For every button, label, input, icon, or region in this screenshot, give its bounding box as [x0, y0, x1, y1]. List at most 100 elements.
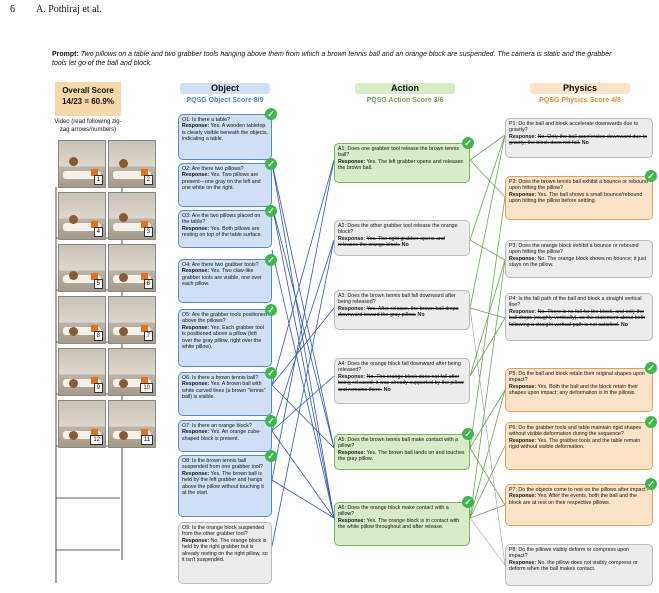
link-o4-a6	[271, 249, 335, 519]
question-text: A3: Does the brown tennis ball fall down…	[338, 293, 456, 306]
link-o3-a5	[271, 204, 335, 449]
link-a1-p2	[469, 159, 506, 198]
physics-question-p8: P8: Do the pillows visibly deform or com…	[505, 544, 653, 586]
response-label: Response:	[182, 537, 210, 544]
page-number: 6	[10, 4, 15, 15]
video-label: Video (read following zig-zag arrows/num…	[54, 119, 122, 133]
question-text: O3: Are the two pillows placed on the ta…	[182, 213, 261, 226]
frame-number: 3	[143, 227, 153, 237]
response-text: Yes. The left grabber opens and releases…	[338, 158, 464, 172]
response-label: Response:	[182, 429, 210, 436]
response-text: Yes. A brown ball with white curved line…	[182, 381, 266, 401]
question-text: A1: Does one grabber tool release the br…	[338, 146, 460, 159]
response-label: Response:	[509, 559, 537, 566]
response-text: Yes. Both pillows are resting on top of …	[182, 225, 263, 239]
link-o8-a6	[271, 479, 335, 519]
link-o3-a6	[271, 204, 335, 519]
video-frame: 3	[108, 192, 156, 240]
object-question-o4: O4: Are there two grabber tools?Response…	[178, 259, 272, 303]
video-frame: 7	[108, 296, 156, 344]
object-question-o9: O9: Is the orange block suspended from t…	[178, 522, 272, 584]
link-o9-a2	[271, 239, 335, 547]
object-column-title: Object	[180, 83, 270, 94]
question-text: P4: Is the fall path of the ball and blo…	[509, 296, 642, 309]
check-icon: ✓	[645, 478, 657, 490]
response-label: Response:	[338, 158, 366, 165]
frame-number: 4	[93, 227, 103, 237]
frame-number: 1	[93, 175, 103, 185]
frame-number: 2	[143, 175, 153, 185]
check-icon: ✓	[265, 415, 277, 427]
physics-question-p6: P6: Do the grabber tools and table maint…	[505, 422, 653, 470]
object-column-score: PQSG Object Score 8/9	[186, 97, 264, 104]
link-o8-a1	[271, 159, 335, 481]
response-text: Yes. The grabber tools and the table rem…	[509, 437, 641, 451]
action-question-a6: A6: Does the orange block make contact w…	[334, 502, 470, 546]
response-text: Yes. Each grabber tool is positioned abo…	[182, 324, 264, 351]
question-text: O6: Is there a brown tennis ball?	[182, 375, 259, 381]
physics-question-p4: P4: Is the fall path of the ball and blo…	[505, 293, 653, 341]
response-text: Yes. The orange block is in contact with…	[338, 517, 460, 531]
action-question-a4: A4: Does the orange block fall downward …	[334, 358, 470, 404]
check-icon: ✓	[462, 137, 474, 149]
link-o7-a6	[271, 430, 335, 519]
check-icon: ✓	[265, 304, 277, 316]
response-text: Yes. The ball shows a small bounce/rebou…	[509, 191, 643, 205]
struck-response: No. There is no fall for the block, and …	[509, 308, 646, 328]
response-text: Yes. The brown ball is held by the left …	[182, 470, 264, 497]
question-text: O2: Are there two pillows?	[182, 166, 244, 172]
link-a5-p2	[469, 196, 506, 449]
link-a3-p4	[469, 307, 506, 319]
physics-question-p1: P1: Do the ball and block accelerate dow…	[505, 118, 653, 158]
link-o2-a5	[271, 162, 335, 449]
frame-number: 7	[143, 331, 153, 341]
link-a6-p3	[469, 259, 506, 519]
question-text: P5: Do the ball and block retain their o…	[509, 371, 645, 384]
action-question-a1: A1: Does one grabber tool release the br…	[334, 143, 470, 183]
link-a4-p4	[469, 317, 506, 377]
physics-question-p5: P5: Do the ball and block retain their o…	[505, 368, 653, 412]
object-question-o5: O5: Are the grabber tools positioned abo…	[178, 309, 272, 367]
response-label: Response:	[509, 191, 537, 198]
link-a3-p1	[469, 134, 506, 309]
corrected-answer: No	[620, 321, 628, 328]
video-frame: 4	[58, 192, 106, 240]
video-frame: 10	[108, 348, 156, 396]
response-label: Response:	[509, 383, 537, 390]
overall-score-title: Overall Score	[62, 86, 114, 95]
physics-question-p3: P3: Does the orange block exhibit a boun…	[505, 240, 653, 278]
link-o6-a1	[271, 159, 335, 386]
video-frame: 1	[58, 140, 106, 188]
response-label: Response:	[182, 381, 210, 388]
response-label: Response:	[338, 235, 366, 242]
question-text: P8: Do the pillows visibly deform or com…	[509, 547, 630, 560]
frame-number: 12	[90, 435, 103, 445]
response-label: Response:	[182, 172, 210, 179]
response-label: Response:	[182, 268, 210, 275]
response-label: Response:	[338, 305, 366, 312]
video-frame: 6	[108, 244, 156, 292]
link-a2-p3	[469, 239, 506, 261]
object-question-o8: O8: Is the brown tennis ball suspended f…	[178, 455, 272, 517]
object-question-o1: O1: Is there a table?Response: Yes. A wo…	[178, 114, 272, 160]
frame-number: 11	[140, 435, 153, 445]
physics-column-score: PQSG Physics Score 4/8	[539, 97, 621, 104]
link-o7-a4	[271, 375, 335, 432]
response-label: Response:	[338, 373, 366, 380]
action-column-score: PQSG Action Score 3/6	[366, 97, 444, 104]
response-text: Yes. A wooden tabletop is clearly visibl…	[182, 123, 268, 143]
prompt-body: Two pillows on a table and two grabber t…	[52, 51, 612, 67]
response-label: Response:	[338, 449, 366, 456]
response-text: Yes. An orange cube-shaped block is pres…	[182, 429, 261, 442]
response-label: Response:	[509, 437, 537, 444]
question-text: P7: Do the objects come to rest on the p…	[509, 487, 649, 493]
link-a2-p1	[469, 134, 506, 241]
frame-number: 5	[93, 279, 103, 289]
question-text: O7: Is there an orange block?	[182, 423, 252, 429]
corrected-answer: No	[581, 140, 589, 147]
action-column-title: Action	[355, 83, 455, 94]
response-label: Response:	[182, 470, 210, 477]
object-question-o2: O2: Are there two pillows?Response: Yes.…	[178, 163, 272, 207]
link-a6-p5	[469, 389, 506, 519]
link-a6-p7	[469, 504, 506, 519]
